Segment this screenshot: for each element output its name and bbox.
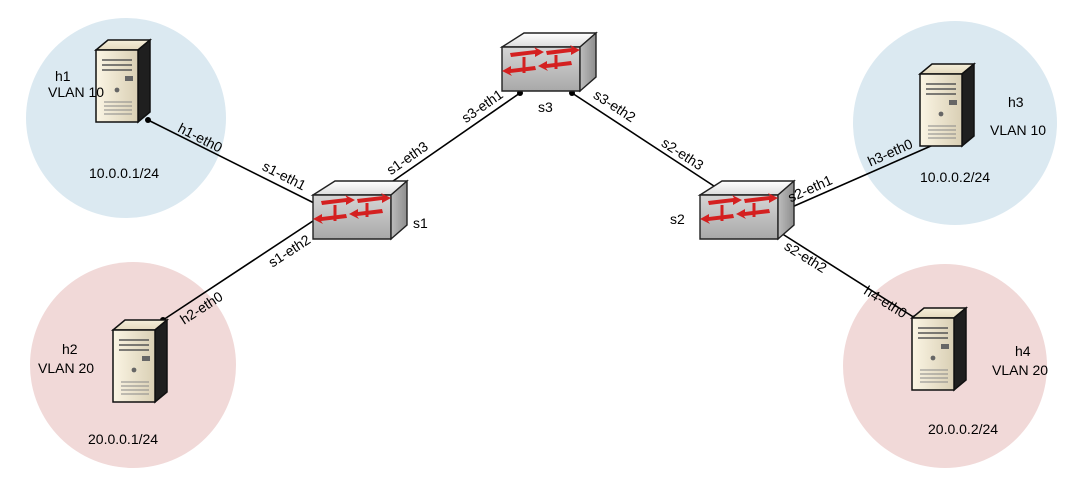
s3-label: s3: [538, 99, 553, 115]
h4-name: h4: [1015, 343, 1031, 359]
link-s1-s3: [382, 92, 521, 189]
link-s3-s2: [571, 92, 721, 191]
port-label-s2-eth1: s2-eth1: [785, 172, 834, 206]
h4-server-tower-icon[interactable]: [911, 307, 967, 391]
port-markers: [145, 90, 943, 323]
s1-network-switch-icon[interactable]: [311, 179, 409, 241]
s2-network-switch-icon[interactable]: [698, 179, 796, 241]
h1-name: h1: [55, 68, 71, 84]
h3-server-tower-icon[interactable]: [919, 63, 975, 147]
h2-ip: 20.0.0.1/24: [88, 431, 158, 447]
link-h2-s1: [162, 214, 323, 321]
h4-vlan: VLAN 20: [992, 362, 1048, 378]
h3-ip: 10.0.0.2/24: [920, 169, 990, 185]
s2-label: s2: [670, 211, 685, 227]
h1-server-tower-icon[interactable]: [95, 39, 151, 123]
s1-label: s1: [413, 215, 428, 231]
h1-ip: 10.0.0.1/24: [89, 165, 159, 181]
link-s2-h4: [772, 227, 916, 319]
s3-network-switch-icon[interactable]: [500, 31, 598, 93]
h4-ip: 20.0.0.2/24: [928, 421, 998, 437]
port-h1-eth0: [145, 117, 151, 123]
h2-name: h2: [62, 341, 78, 357]
host-labels: h1 VLAN 10 10.0.0.1/24 h2 VLAN 20 20.0.0…: [38, 68, 1048, 447]
switch-labels: s1 s3 s2: [413, 99, 685, 231]
h2-vlan: VLAN 20: [38, 360, 94, 376]
h3-name: h3: [1008, 94, 1024, 110]
link-h1-s1: [147, 119, 319, 206]
link-s2-h3: [775, 141, 941, 215]
port-label-s3-eth2: s3-eth2: [591, 86, 639, 125]
port-label-s2-eth2: s2-eth2: [782, 238, 830, 276]
links: [147, 92, 941, 321]
port-labels: h1-eth0 s1-eth1 h2-eth0 s1-eth2 s1-eth3 …: [175, 86, 915, 328]
h2-server-tower-icon[interactable]: [112, 319, 168, 403]
h1-vlan: VLAN 10: [48, 84, 104, 100]
h3-vlan: VLAN 10: [990, 122, 1046, 138]
